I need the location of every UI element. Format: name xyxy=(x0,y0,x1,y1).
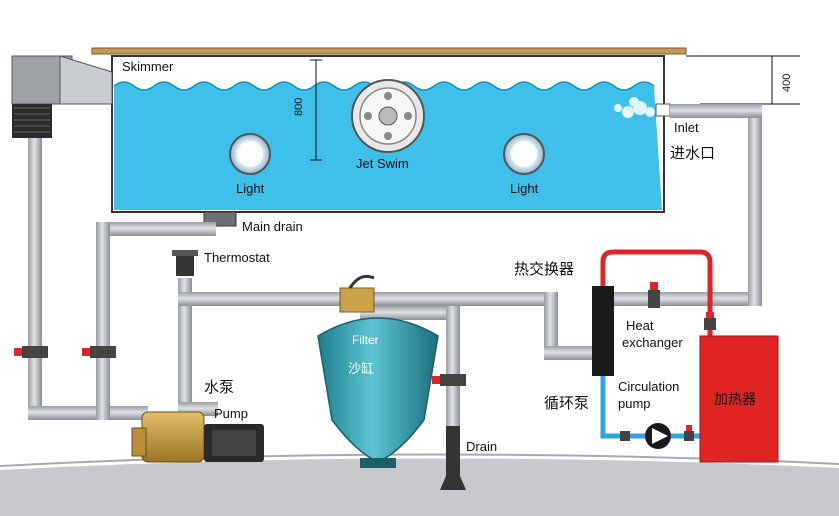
heat-exchanger-line2: exchanger xyxy=(622,335,683,350)
pump-icon xyxy=(131,411,264,463)
heat-exchanger-unit xyxy=(592,286,614,376)
heater-cn-label: 加热器 xyxy=(714,392,756,408)
valve-icon xyxy=(14,346,48,358)
skimmer-icon xyxy=(11,55,113,138)
pump-label: Pump xyxy=(214,406,248,421)
dim-400-label: 400 xyxy=(781,74,793,92)
valve-icon xyxy=(648,282,660,308)
light-right-icon xyxy=(503,133,545,175)
thermostat-icon xyxy=(172,250,198,276)
ground xyxy=(0,458,839,516)
heat-exchanger-line1: Heat xyxy=(626,318,654,333)
valve-icon xyxy=(704,312,716,330)
main-drain-label: Main drain xyxy=(242,219,303,234)
circulation-pump-cn-label: 循环泵 xyxy=(544,394,589,412)
jet-swim-label: Jet Swim xyxy=(356,156,409,171)
skimmer-label: Skimmer xyxy=(122,59,174,74)
light-left-icon xyxy=(229,133,271,175)
inlet-nozzle xyxy=(655,103,671,117)
light-left-label: Light xyxy=(236,181,265,196)
circulation-pump-icon xyxy=(645,423,671,449)
filter-cn-label: 沙缸 xyxy=(348,361,374,377)
heat-exchanger-cn-label: 热交换器 xyxy=(514,260,574,278)
filter-label: Filter xyxy=(352,333,379,347)
circulation-pump-line2: pump xyxy=(618,396,651,411)
drain-label: Drain xyxy=(466,439,497,454)
valve-icon xyxy=(620,425,694,441)
heater-box xyxy=(699,335,779,463)
valve-icon xyxy=(432,374,466,386)
inlet-bubbles-icon xyxy=(614,97,655,118)
light-right-label: Light xyxy=(510,181,539,196)
pool-deck xyxy=(91,47,687,55)
valve-icon xyxy=(82,346,116,358)
inlet-cn-label: 进水口 xyxy=(670,144,715,162)
circulation-pump-line1: Circulation xyxy=(618,379,679,394)
inlet-label: Inlet xyxy=(674,120,699,135)
thermostat-label: Thermostat xyxy=(204,250,270,265)
dim-800-label: 800 xyxy=(293,98,305,116)
hot-loop-pipe xyxy=(600,249,713,336)
filter-tank-icon xyxy=(317,274,439,468)
pump-cn-label: 水泵 xyxy=(204,378,234,396)
drain-pipe xyxy=(446,426,460,476)
jet-swim-icon xyxy=(351,79,425,153)
